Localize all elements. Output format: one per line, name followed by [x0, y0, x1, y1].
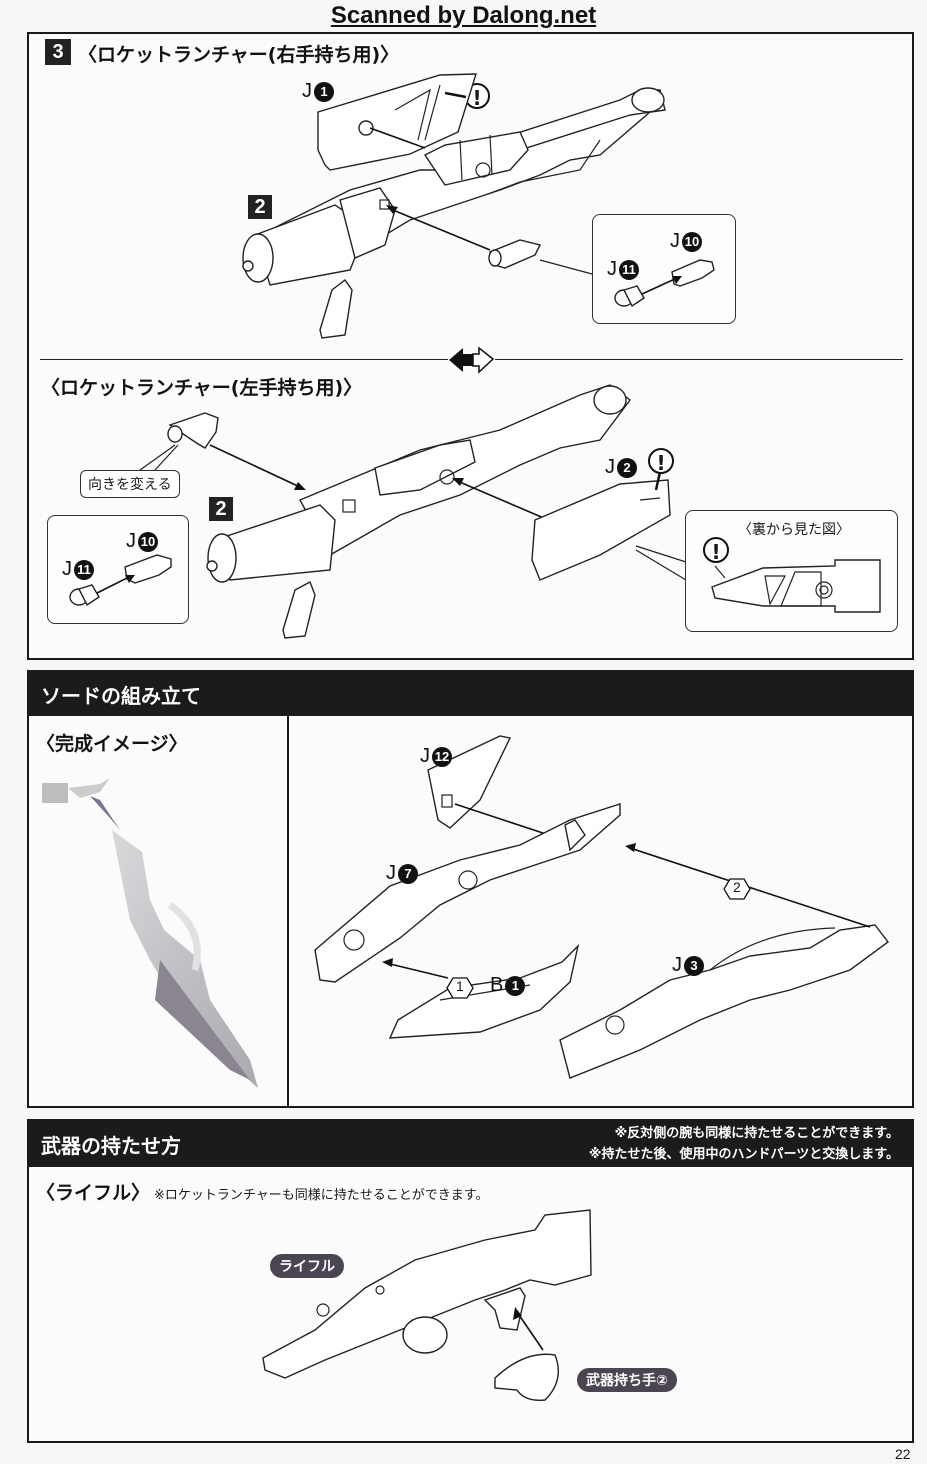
- weapon-holding-title: 武器の持たせ方: [41, 1134, 181, 1158]
- back-view-label: 〈裏から見た図〉: [738, 522, 850, 538]
- completed-sword-image: [42, 778, 258, 1088]
- part-label-j10: J 10: [670, 230, 702, 253]
- weapon-holding-section: [27, 1167, 914, 1443]
- weapon-holding-notes: ※反対側の腕も同様に持たせることができます。 ※持たせた後、使用中のハンドパーツ…: [589, 1123, 899, 1165]
- back-view-drawing: [711, 559, 881, 613]
- sub-step-badge-left: 2: [209, 497, 233, 521]
- note-swap-hand: ※持たせた後、使用中のハンドパーツと交換します。: [588, 1147, 899, 1162]
- rocket-right-hand-title: 〈ロケットランチャー(右手持ち用)〉: [78, 44, 400, 66]
- part-label-j11-left: J 11: [62, 558, 94, 581]
- j10-j11-drawing-right: [614, 259, 715, 308]
- step-marker-2-label: 2: [733, 879, 741, 895]
- part-label-j12: J 12: [420, 745, 452, 768]
- rotate-direction-callout: 向きを変える: [80, 470, 180, 498]
- rifle-tag: ライフル: [270, 1254, 344, 1278]
- part-label-j2: J 2: [605, 456, 637, 479]
- part-label-j11: J 11: [607, 258, 639, 281]
- sword-assembly-header: [27, 670, 914, 716]
- rocket-launcher-left-drawing: [139, 384, 687, 639]
- warning-icon-back-view: !: [703, 537, 729, 564]
- sub-step-badge: 2: [248, 195, 272, 219]
- weapon-hand-tag: 武器持ち手②: [577, 1368, 677, 1392]
- page-number: 22: [895, 1446, 911, 1462]
- completed-image-label: 〈完成イメージ〉: [36, 733, 188, 755]
- step-number-badge: 3: [45, 39, 71, 65]
- sword-panel-divider: [287, 716, 289, 1107]
- j10-j11-drawing-left: [69, 554, 172, 607]
- section-divider-line-right: [495, 359, 903, 360]
- section-divider-line-left: [40, 359, 448, 360]
- rifle-heading: 〈ライフル〉 ※ロケットランチャーも同様に持たせることができます。: [36, 1178, 488, 1205]
- rifle-label: 〈ライフル〉: [36, 1182, 151, 1204]
- rifle-note: ※ロケットランチャーも同様に持たせることができます。: [154, 1188, 489, 1203]
- step-marker-2: [723, 878, 751, 900]
- part-label-b1: B 1: [490, 974, 526, 997]
- watermark: Scanned by Dalong.net: [330, 2, 597, 29]
- part-label-j7: J 7: [386, 862, 418, 885]
- step-marker-1: [446, 977, 474, 999]
- step-marker-1-label: 1: [456, 978, 464, 994]
- part-label-j10-left: J 10: [126, 530, 158, 553]
- part-label-j1: J 1: [302, 80, 334, 103]
- sword-assembly-title: ソードの組み立て: [41, 684, 201, 708]
- sword-parts-drawing: [314, 735, 889, 1079]
- rifle-drawing: [262, 1209, 592, 1401]
- swap-arrows-icon: [449, 346, 495, 374]
- note-opposite-arm: ※反対側の腕も同様に持たせることができます。: [614, 1126, 899, 1141]
- warning-icon-left: !: [648, 448, 674, 475]
- rocket-left-hand-title: 〈ロケットランチャー(左手持ち用)〉: [41, 377, 363, 399]
- weapon-holding-header: [27, 1119, 914, 1167]
- rocket-launcher-right-drawing: [242, 73, 666, 339]
- part-label-j3: J 3: [672, 954, 704, 977]
